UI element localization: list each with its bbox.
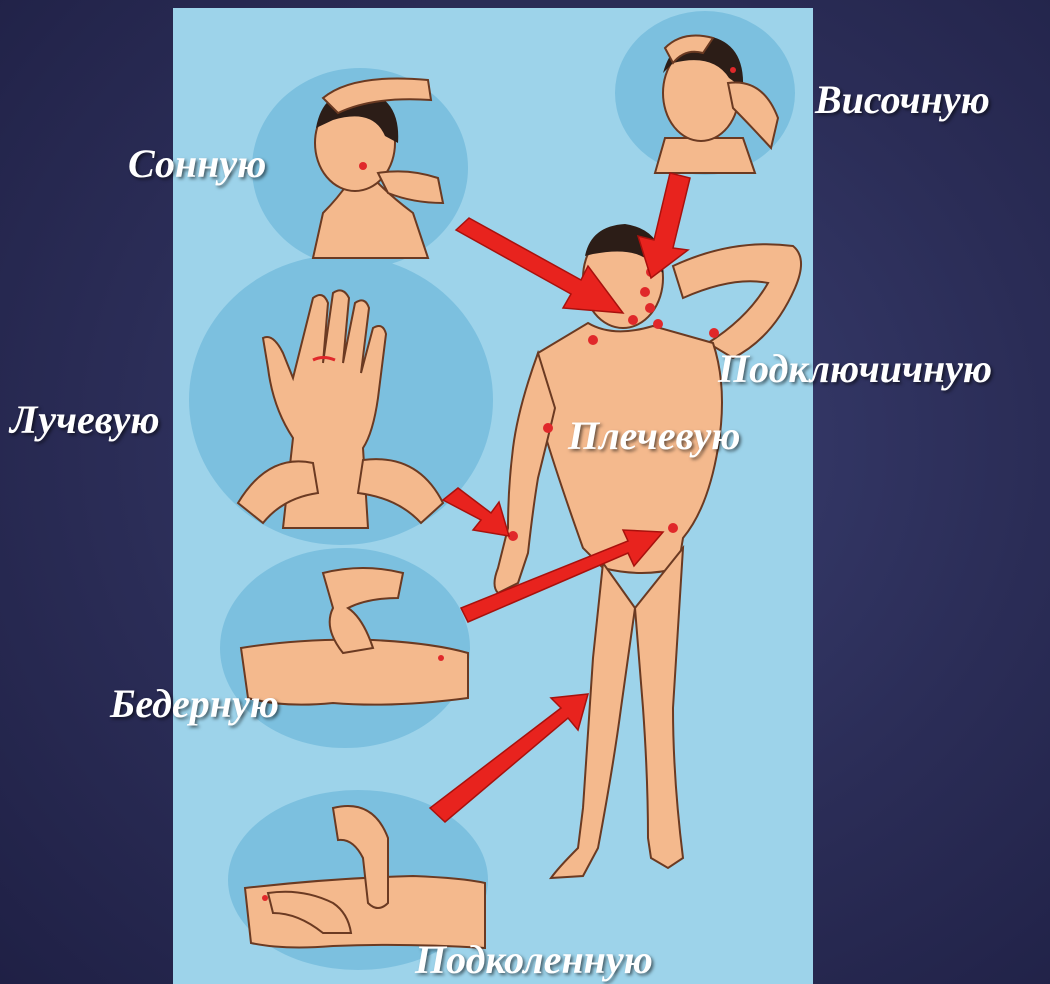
label-femoral: Бедерную <box>110 680 279 727</box>
arrow-radial <box>443 488 509 536</box>
label-carotid: Сонную <box>128 140 266 187</box>
label-radial: Лучевую <box>10 396 160 443</box>
label-temporal: Височную <box>815 76 990 123</box>
arrow-popliteal <box>430 694 588 822</box>
point-femoral <box>668 523 678 533</box>
point-neck-2 <box>628 315 638 325</box>
label-popliteal: Подколенную <box>415 936 653 983</box>
label-subclavian: Подключичную <box>718 345 992 392</box>
first-aid-poster <box>173 8 813 984</box>
label-brachial: Плечевую <box>568 412 740 459</box>
point-neck-3 <box>653 319 663 329</box>
point-carotid <box>640 287 650 297</box>
poster-illustration <box>173 8 813 984</box>
point-brachial <box>543 423 553 433</box>
point-subclavian <box>709 328 719 338</box>
point-neck-1 <box>645 303 655 313</box>
point-clavicle-right <box>588 335 598 345</box>
